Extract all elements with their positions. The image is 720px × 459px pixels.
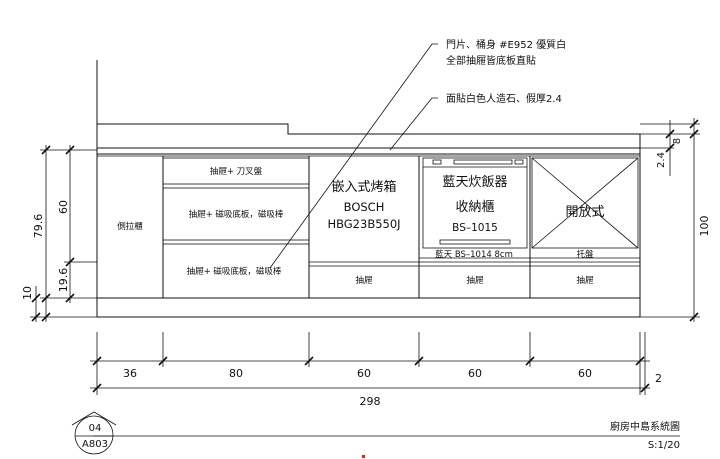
annotation-material: 門片、桶身 #E952 優質白 (446, 38, 566, 51)
annotation-drawer-note: 全部抽屜皆底板直貼 (446, 54, 536, 67)
left-dimensions: 79.6 60 19.6 10 (21, 145, 97, 322)
bottom-dimensions: 36 80 60 60 60 298 2 (90, 332, 662, 408)
label-open-shelf: 開放式 (565, 205, 604, 220)
cabinet-labels: 側拉櫃 抽屜+ 刀叉盤 抽屜+ 磁吸底板，磁吸棒 抽屜+ 磁吸底板，磁吸棒 嵌入… (117, 166, 604, 286)
dim-bottom-60-a: 60 (357, 367, 371, 380)
label-open-drawer: 抽屜 (576, 275, 594, 286)
dim-bottom-36: 36 (123, 367, 137, 380)
dim-left-total: 79.6 (32, 214, 45, 239)
label-drawer-magnetic-1: 抽屜+ 磁吸底板，磁吸棒 (189, 209, 284, 220)
title-block: 04 A803 廚房中島系統圖 S:1/20 (71, 411, 680, 458)
dim-bottom-60-c: 60 (578, 367, 592, 380)
dim-left-base: 10 (21, 286, 34, 300)
dim-bottom-total: 298 (360, 395, 381, 408)
dim-left-lower: 19.6 (57, 268, 70, 293)
label-rice-cooker-sub: 藍天 BS–1014 8cm (435, 249, 513, 260)
label-rice-drawer: 抽屜 (466, 275, 484, 286)
label-drawer-cutlery: 抽屜+ 刀叉盤 (210, 166, 263, 177)
dim-bottom-80: 80 (229, 367, 243, 380)
red-mark (362, 455, 365, 458)
label-oven-drawer: 抽屜 (355, 275, 373, 286)
label-rice-cooker-title: 藍天炊飯器 (442, 175, 507, 190)
label-tray: 托盤 (576, 249, 594, 260)
drawing-scale: S:1/20 (648, 440, 680, 451)
label-oven-model: HBG23B550J (327, 217, 400, 231)
cabinet-body (96, 60, 641, 318)
leader-annotations: 門片、桶身 #E952 優質白 全部抽屜皆底板直貼 面貼白色人造石、假厚2.4 (269, 38, 566, 269)
detail-number: 04 (89, 423, 102, 434)
annotation-countertop: 面貼白色人造石、假厚2.4 (446, 92, 562, 105)
label-rice-cooker-model: BS–1015 (452, 222, 498, 234)
right-dimensions: 8 2.4 100 (640, 118, 711, 322)
label-oven-brand: BOSCH (344, 200, 385, 214)
dim-right-top2: 8 (672, 138, 683, 144)
dim-right-top1: 2.4 (656, 152, 667, 168)
dim-left-upper: 60 (57, 200, 70, 214)
drawing-title: 廚房中島系統圖 (610, 420, 680, 433)
label-oven-title: 嵌入式烤箱 (331, 179, 396, 195)
dim-bottom-right-2: 2 (655, 372, 662, 385)
label-seasoning-cabinet: 側拉櫃 (117, 221, 143, 232)
label-drawer-magnetic-2: 抽屜+ 磁吸底板，磁吸棒 (187, 266, 282, 277)
sheet-reference: A803 (82, 439, 108, 450)
dim-right-total: 100 (698, 216, 711, 237)
dim-bottom-60-b: 60 (468, 367, 482, 380)
label-rice-cooker-storage: 收納櫃 (455, 200, 494, 215)
